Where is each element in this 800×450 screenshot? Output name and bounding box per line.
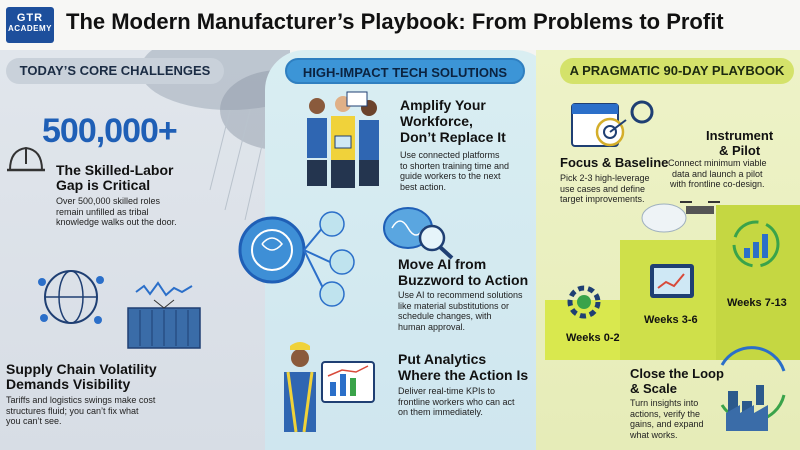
put-analytics-title: Put Analytics Where the Action Is: [398, 351, 529, 383]
focus-baseline-title: Focus & Baseline: [560, 155, 669, 170]
header: GTR ACADEMY The Modern Manufacturer’s Pl…: [0, 0, 800, 50]
worker-tablet-illustration: [284, 342, 375, 433]
move-ai-title: Move AI from Buzzword to Action: [398, 256, 529, 288]
step-weeks-7-13: [716, 205, 800, 360]
put-analytics-body: Deliver real-time KPIs to frontline work…: [398, 386, 515, 417]
close-loop-title: Close the Loop & Scale: [630, 366, 724, 396]
labor-gap-title: The Skilled-Labor Gap is Critical: [56, 162, 174, 193]
labor-gap-number: 500,000+: [42, 112, 178, 150]
volatility-line-icon: [135, 281, 193, 297]
shipping-container-icon: [127, 299, 201, 349]
weeks-3-6-label: Weeks 3-6: [644, 314, 698, 326]
move-ai-body: Use AI to recommend solutions like mater…: [398, 290, 523, 332]
step-weeks-0-2: [545, 300, 623, 360]
gears-icon: [567, 285, 601, 319]
brain-circuit-hub-icon: [238, 211, 355, 307]
tablet-chart-icon: [650, 264, 694, 298]
factory-recycle-icon: [720, 346, 786, 431]
amplify-workforce-body: Use connected platforms to shorten train…: [400, 150, 510, 192]
weeks-0-2-label: Weeks 0-2: [566, 332, 620, 344]
workers-team-illustration: [307, 91, 379, 188]
amplify-workforce-title: Amplify Your Workforce, Don’t Replace It: [400, 97, 506, 145]
challenges-heading: TODAY’S CORE CHALLENGES: [6, 58, 224, 84]
supply-chain-body: Tariffs and logistics swings make cost s…: [6, 395, 156, 426]
drone-cloud-icon: [641, 201, 720, 233]
globe-network-icon: [38, 270, 104, 324]
page-title: The Modern Manufacturer’s Playbook: From…: [66, 9, 724, 34]
playbook-heading: A PRAGMATIC 90-DAY PLAYBOOK: [560, 58, 794, 84]
weeks-7-13-label: Weeks 7-13: [727, 297, 787, 309]
instrument-pilot-title: Instrument & Pilot: [706, 128, 774, 158]
supply-chain-title: Supply Chain Volatility Demands Visibili…: [6, 361, 157, 392]
instrument-pilot-body: Connect minimum viable data and launch a…: [668, 158, 767, 189]
close-loop-body: Turn insights into actions, verify the g…: [630, 398, 704, 440]
growth-chart-icon: [732, 220, 780, 268]
step-weeks-3-6: [620, 240, 718, 360]
labor-gap-body: Over 500,000 skilled roles remain unfill…: [56, 196, 177, 227]
hardhat-icon: [7, 146, 45, 172]
calendar-target-icon: [571, 100, 654, 147]
solutions-heading: HIGH-IMPACT TECH SOLUTIONS: [285, 58, 525, 84]
brain-magnifier-icon: [383, 207, 454, 260]
focus-baseline-body: Pick 2-3 high-leverage use cases and def…: [560, 173, 650, 204]
gtr-academy-logo: GTR ACADEMY: [6, 7, 54, 43]
